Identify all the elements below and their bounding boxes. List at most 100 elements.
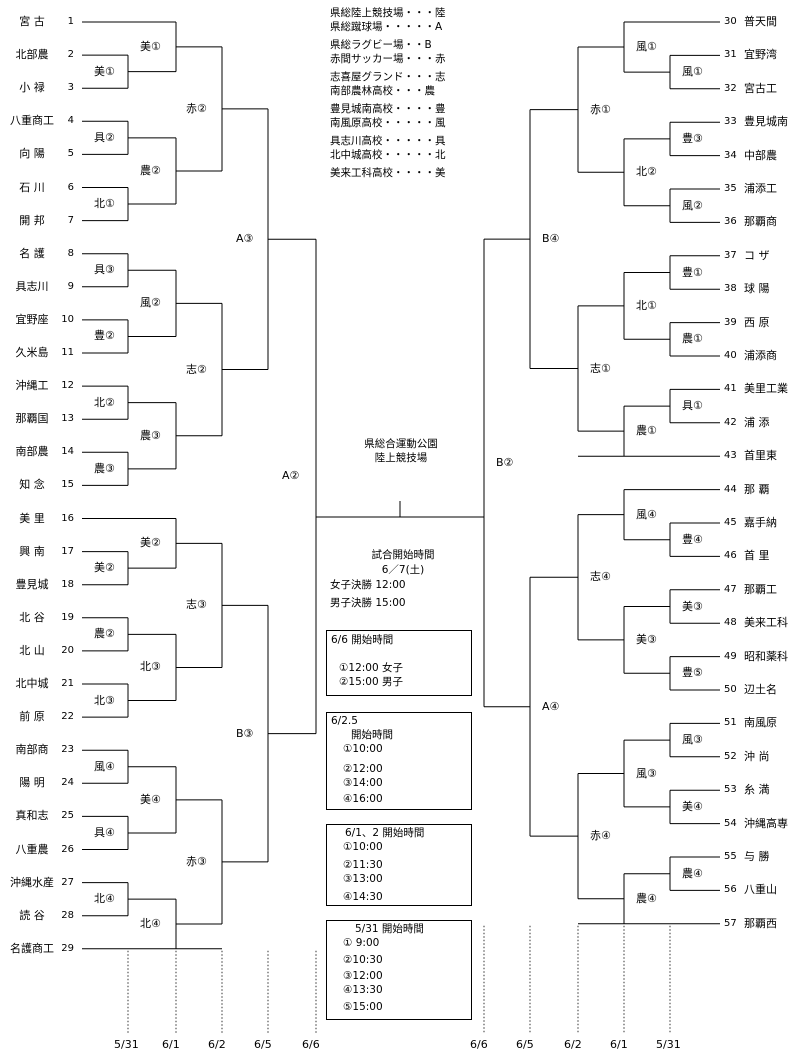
legend-item: 県総陸上競技場・・・陸 xyxy=(330,7,446,19)
team-name: 知 念 xyxy=(19,478,45,492)
team-name: 沖 尚 xyxy=(744,749,770,763)
legend-item: 北中城高校・・・・・北 xyxy=(330,149,446,161)
team-name: 浦添工 xyxy=(744,182,777,195)
team-number: 46 xyxy=(724,550,737,562)
legend-item: 南風原高校・・・・・風 xyxy=(330,117,446,129)
match-label: 美① xyxy=(140,39,161,53)
team-number: 29 xyxy=(61,942,74,954)
team-number: 43 xyxy=(724,450,737,462)
match-label: 赤④ xyxy=(590,829,611,843)
match-label: A④ xyxy=(542,699,560,713)
team-number: 20 xyxy=(61,644,74,656)
match-label: A② xyxy=(282,469,300,483)
team-number: 5 xyxy=(67,148,74,160)
legend-item: 志喜屋グランド・・・志 xyxy=(330,71,446,83)
match-label: 豊① xyxy=(682,265,703,279)
legend-item: 南部農林高校・・・農 xyxy=(330,85,435,97)
schedule-box-6-1-2: 6/1、2 開始時間 ①10:00 ②11:30 ③13:00 ④14:30 xyxy=(326,824,472,906)
legend-item: 豊見城南高校・・・・豊 xyxy=(330,103,446,115)
venue-legend: 県総陸上競技場・・・陸 県総蹴球場・・・・・A 県総ラグビー場・・B 赤間サッカ… xyxy=(330,6,446,180)
match-label: 風④ xyxy=(94,759,115,773)
team-name: 嘉手納 xyxy=(744,516,777,529)
round-date: 6/5 xyxy=(254,1038,272,1051)
team-number: 37 xyxy=(724,249,737,261)
match-label: 赤① xyxy=(590,102,611,116)
match-label: 風① xyxy=(636,40,657,54)
legend-item: 赤間サッカー場・・・赤 xyxy=(330,53,446,65)
match-label: 北④ xyxy=(94,892,115,906)
match-label: 美① xyxy=(94,64,115,78)
team-name: 昭和薬科 xyxy=(744,649,788,663)
match-label: 志④ xyxy=(590,570,611,584)
schedule-line: ④14:30 xyxy=(343,891,383,903)
match-label: 美③ xyxy=(636,632,657,646)
team-name: 那覇工 xyxy=(744,582,777,596)
team-name: 那覇西 xyxy=(744,916,777,930)
round-date: 6/6 xyxy=(302,1038,320,1051)
match-label: A③ xyxy=(236,232,254,246)
team-name: 沖縄高専 xyxy=(744,816,788,830)
match-label: 美② xyxy=(140,536,161,550)
team-name: 興 南 xyxy=(19,544,45,558)
team-name: 首 里 xyxy=(744,549,770,563)
schedule-line: ②12:00 xyxy=(343,763,383,775)
team-number: 11 xyxy=(61,347,74,358)
team-name: 小 禄 xyxy=(19,81,45,95)
team-number: 39 xyxy=(724,316,737,328)
team-name: 中部農 xyxy=(744,148,777,162)
team-name: 開 邦 xyxy=(19,213,45,227)
team-number: 44 xyxy=(724,483,737,495)
match-label: 志② xyxy=(186,362,207,376)
team-number: 15 xyxy=(61,479,74,491)
schedule-line: ②10:30 xyxy=(343,954,383,966)
match-label: 具③ xyxy=(94,263,115,277)
match-label: 志① xyxy=(590,361,611,375)
team-name: 豊見城南 xyxy=(744,115,788,129)
legend-item: 美来工科高校・・・・美 xyxy=(330,167,446,179)
team-number: 1 xyxy=(67,16,74,27)
team-number: 12 xyxy=(61,380,74,392)
team-name: 八重農 xyxy=(15,842,49,856)
match-label: 具② xyxy=(94,130,115,144)
schedule-line: ③13:00 xyxy=(343,873,383,885)
match-label: 風③ xyxy=(682,733,703,747)
team-name: 前 原 xyxy=(19,710,45,724)
team-name: 北部農 xyxy=(15,48,49,62)
team-number: 40 xyxy=(724,350,737,361)
team-name: 宜野湾 xyxy=(744,48,777,62)
match-label: 農③ xyxy=(94,461,115,475)
schedule-line: ④16:00 xyxy=(343,793,383,805)
venue-line: 県総合運動公園 xyxy=(364,438,438,450)
team-number: 35 xyxy=(724,183,737,194)
team-number: 17 xyxy=(61,545,74,557)
schedule-line: ②11:30 xyxy=(343,859,383,871)
team-number: 53 xyxy=(724,784,737,796)
team-name: 陽 明 xyxy=(19,776,45,790)
match-label: 風③ xyxy=(636,766,657,780)
team-number: 3 xyxy=(67,82,74,94)
team-name: 読 谷 xyxy=(19,908,45,922)
team-name: 向 陽 xyxy=(19,147,45,161)
team-number: 51 xyxy=(724,717,737,729)
match-label: 風① xyxy=(682,65,703,79)
team-number: 18 xyxy=(61,578,74,590)
team-name: 八重商工 xyxy=(10,114,54,128)
team-number: 52 xyxy=(724,750,737,762)
team-name: 豊見城 xyxy=(15,577,49,591)
team-name: 久米島 xyxy=(15,346,49,359)
team-number: 21 xyxy=(61,678,74,689)
schedule-line: ① 9:00 xyxy=(343,937,380,949)
team-name: 美 里 xyxy=(19,511,45,525)
women-final-time: 女子決勝 12:00 xyxy=(330,579,406,591)
match-label: 北① xyxy=(636,298,657,312)
match-label: 豊④ xyxy=(682,532,703,546)
team-number: 14 xyxy=(61,446,74,458)
team-number: 4 xyxy=(67,115,74,127)
round-date: 6/2 xyxy=(564,1038,582,1051)
team-number: 25 xyxy=(61,810,74,822)
team-name: 名護商工 xyxy=(10,941,54,955)
team-number: 33 xyxy=(724,116,737,128)
schedule-subtitle: 開始時間 xyxy=(351,729,393,741)
team-number: 22 xyxy=(61,711,74,723)
